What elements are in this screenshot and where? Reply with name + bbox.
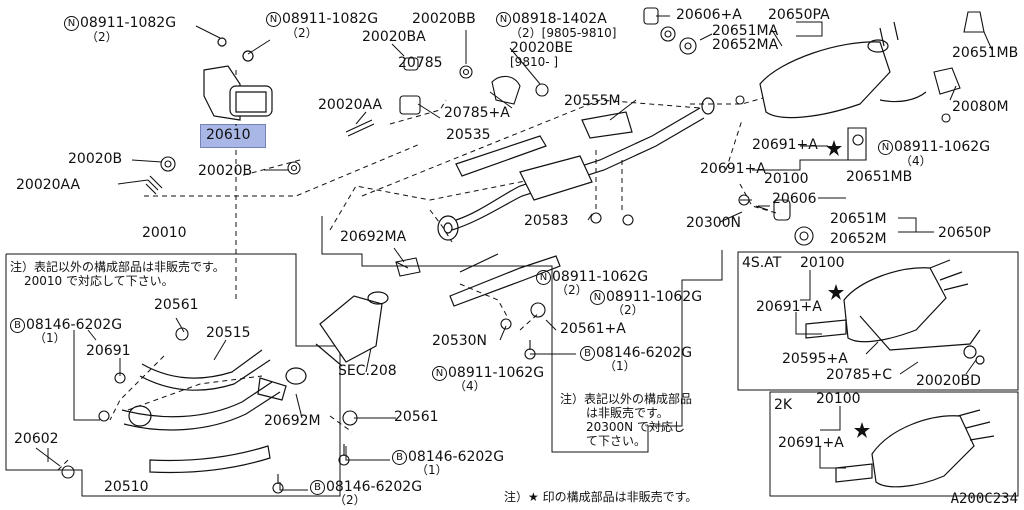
reference-code: A200C234 (950, 491, 1018, 507)
label-20020bd[interactable]: 20020BD (916, 373, 981, 389)
label-qty-f: （1） (34, 331, 66, 345)
label-4s-at: 4S.AT (742, 255, 782, 271)
label-qty-a: （2） (86, 30, 118, 44)
label-20100-2k[interactable]: 20100 (816, 391, 861, 407)
label-qty-j: （2） (334, 493, 366, 507)
label-sec-208[interactable]: SEC.208 (338, 363, 397, 379)
label-20535[interactable]: 20535 (446, 127, 491, 143)
panel-2k (769, 391, 1019, 497)
label-20610[interactable]: 20610 (206, 127, 251, 143)
label-20651ma[interactable]: 20651MA (712, 23, 779, 39)
label-20650p[interactable]: 20650P (938, 225, 991, 241)
label-20691-a-2k[interactable]: 20691+A (778, 435, 844, 451)
muffler-2k (835, 409, 995, 488)
star-marks (826, 140, 870, 438)
label-20691-a-main[interactable]: 20691+A (752, 137, 818, 153)
label-20691-a-mid[interactable]: 20691+A (700, 161, 766, 177)
fasteners (61, 7, 985, 494)
label-20691[interactable]: 20691 (86, 343, 131, 359)
label-qty-e: （2） (612, 303, 644, 317)
label-20651mb-b[interactable]: 20651MB (846, 169, 913, 185)
label-20100-4s-at[interactable]: 20100 (800, 255, 845, 271)
label-20561-a[interactable]: 20561 (154, 297, 199, 313)
label-20020b-b[interactable]: 20020B (198, 163, 253, 179)
main-muffler (759, 21, 927, 119)
label-20602[interactable]: 20602 (14, 431, 59, 447)
label-qty-i: （1） (416, 463, 448, 477)
label-20020aa-b[interactable]: 20020AA (16, 177, 81, 193)
label-20785-a[interactable]: 20785+A (444, 105, 510, 121)
note-20300n-line3: 20300N で対応し (586, 420, 685, 434)
label-20583[interactable]: 20583 (524, 213, 569, 229)
label-20651m[interactable]: 20651M (830, 211, 887, 227)
bracket-20610 (203, 37, 273, 121)
label-20606[interactable]: 20606 (772, 191, 817, 207)
note-20010-line2: 20010 で対応して下さい。 (24, 274, 174, 288)
note-20300n-line4: て下さい。 (586, 434, 647, 448)
label-20300n[interactable]: 20300N (686, 215, 742, 231)
label-20785-c[interactable]: 20785+C (826, 367, 893, 383)
label-20651mb-a[interactable]: 20651MB (952, 45, 1019, 61)
note-20010-line1: 注）表記以外の構成部品は非販売です。 (10, 260, 225, 274)
label-20530n[interactable]: 20530N (432, 333, 488, 349)
frame-20300n (321, 216, 723, 453)
label-20010[interactable]: 20010 (142, 225, 187, 241)
exhaust-pipe (437, 97, 715, 307)
label-20692ma[interactable]: 20692MA (340, 229, 407, 245)
label-20510[interactable]: 20510 (104, 479, 149, 495)
label-2k: 2K (774, 397, 793, 413)
label-qty-d: （2） (556, 283, 588, 297)
label-20020aa-a[interactable]: 20020AA (318, 97, 383, 113)
leader-lines (35, 15, 993, 491)
front-pipe (121, 349, 307, 474)
label-date-b: [9810- ] (510, 55, 559, 69)
highlighted-part-box[interactable] (200, 124, 266, 148)
label-20020ba[interactable]: 20020BA (362, 29, 426, 45)
muffler-4s-at (805, 259, 985, 365)
note-20300n-line2: は非販売です。 (586, 406, 669, 420)
label-20100-main[interactable]: 20100 (764, 171, 809, 187)
catalytic-converter (315, 261, 409, 367)
label-20020be[interactable]: 20020BE (510, 40, 573, 56)
label-20650pa[interactable]: 20650PA (768, 7, 830, 23)
label-20020b-a[interactable]: 20020B (68, 151, 123, 167)
label-qty-g: （1） (604, 359, 636, 373)
label-20020bb[interactable]: 20020BB (412, 11, 476, 27)
label-20692m[interactable]: 20692M (264, 413, 321, 429)
label-20080m[interactable]: 20080M (952, 99, 1009, 115)
label-qty-b: （2） (286, 26, 318, 40)
label-20515[interactable]: 20515 (206, 325, 251, 341)
label-20652m[interactable]: 20652M (830, 231, 887, 247)
label-qty-h: （4） (454, 379, 486, 393)
label-20691-a-4s-at[interactable]: 20691+A (756, 299, 822, 315)
label-20595-a[interactable]: 20595+A (782, 351, 848, 367)
label-20561-a-b[interactable]: 20561+A (560, 321, 626, 337)
label-20652ma[interactable]: 20652MA (712, 37, 779, 53)
label-qty-c: （4） (900, 154, 932, 168)
label-20785[interactable]: 20785 (398, 55, 443, 71)
note-20300n-line1: 注）表記以外の構成部品 (560, 392, 693, 406)
label-qty-date-a: （2）[9805-9810] (510, 26, 617, 40)
note-star: 注）★ 印の構成部品は非販売です。 (504, 490, 698, 504)
label-20555m[interactable]: 20555M (564, 93, 621, 109)
label-20606-a[interactable]: 20606+A (676, 7, 742, 23)
panel-4s-at (737, 251, 1019, 391)
label-20561-b[interactable]: 20561 (394, 409, 439, 425)
frame-20010 (5, 253, 341, 497)
